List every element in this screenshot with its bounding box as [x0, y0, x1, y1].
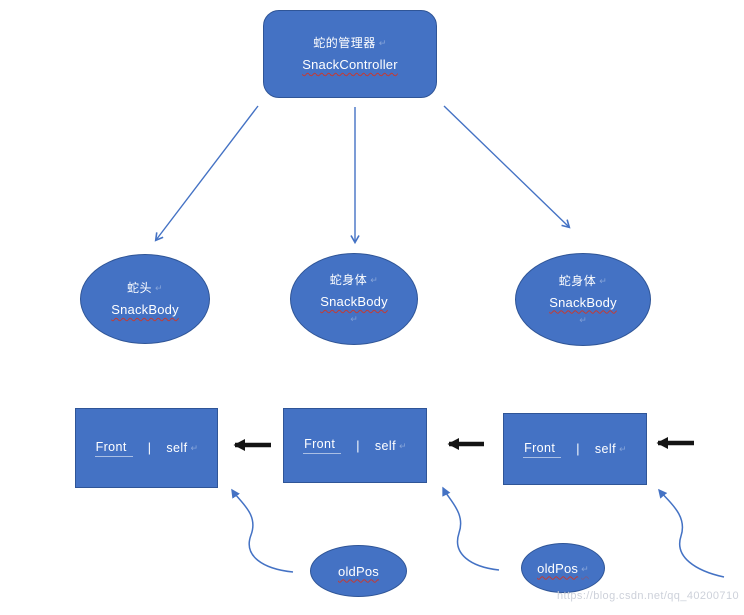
oldpos-node-2: oldPos↵	[521, 543, 605, 593]
cell-text: Front | self↵	[303, 437, 407, 454]
oldpos-label: oldPos	[338, 563, 379, 579]
list-cell-2: Front | self↵	[283, 408, 427, 483]
cell-separator: |	[147, 441, 152, 455]
cell-self-label: self↵	[374, 438, 407, 453]
arrow-oldpos1-to-cell1	[231, 488, 294, 573]
arrow-controller-to-body2	[443, 105, 571, 229]
cell-self-label: self↵	[166, 441, 199, 455]
paragraph-mark-icon: ↵	[618, 444, 627, 454]
cell-front-label: Front	[94, 440, 133, 457]
paragraph-mark-icon: ↵	[370, 275, 379, 285]
paragraph-mark-icon: ↵	[190, 443, 199, 453]
paragraph-mark-icon: ↵	[378, 38, 387, 48]
csdn-watermark: https://blog.csdn.net/qq_40200710	[556, 590, 739, 602]
controller-title-en: SnackController	[302, 57, 398, 72]
cell-separator: |	[576, 442, 580, 456]
cell-text: Front | self↵	[523, 441, 627, 458]
paragraph-mark-icon: ↵	[581, 563, 589, 574]
cell-front-label: Front	[523, 441, 562, 458]
list-cell-1: Front | self↵	[75, 408, 218, 488]
controller-title-cn: 蛇的管理器↵	[313, 36, 387, 50]
arrow-oldpos2-to-cell2	[442, 486, 500, 571]
snake-body2-node: 蛇身体↵ SnackBody ↵	[515, 253, 651, 346]
node-title-en: SnackBody	[111, 302, 179, 317]
node-title-cn: 蛇身体↵	[558, 273, 608, 288]
node-title-cn: 蛇头↵	[126, 281, 164, 295]
cell-front-label: Front	[303, 437, 342, 454]
node-title-cn: 蛇身体↵	[329, 273, 379, 287]
node-title-en: SnackBody	[549, 294, 617, 310]
list-cell-3: Front | self↵	[503, 413, 647, 485]
node-title-en: SnackBody	[320, 294, 388, 309]
cell-self-label: self↵	[594, 442, 627, 456]
arrow-offscreen-to-cell3	[658, 488, 725, 578]
cell-text: Front | self↵	[94, 440, 199, 457]
snake-head-node: 蛇头↵ SnackBody	[80, 254, 210, 344]
paragraph-mark-icon: ↵	[599, 275, 608, 286]
paragraph-mark-icon: ↵	[350, 314, 358, 324]
paragraph-mark-icon: ↵	[398, 440, 407, 451]
controller-node: 蛇的管理器↵ SnackController	[263, 10, 437, 98]
oldpos-node-1: oldPos	[310, 545, 407, 597]
arrow-controller-to-head	[154, 105, 259, 242]
snake-body1-node: 蛇身体↵ SnackBody ↵	[290, 253, 418, 345]
paragraph-mark-icon: ↵	[579, 314, 587, 325]
paragraph-mark-icon: ↵	[154, 283, 164, 293]
oldpos-label: oldPos↵	[537, 560, 589, 576]
cell-separator: |	[356, 438, 360, 453]
